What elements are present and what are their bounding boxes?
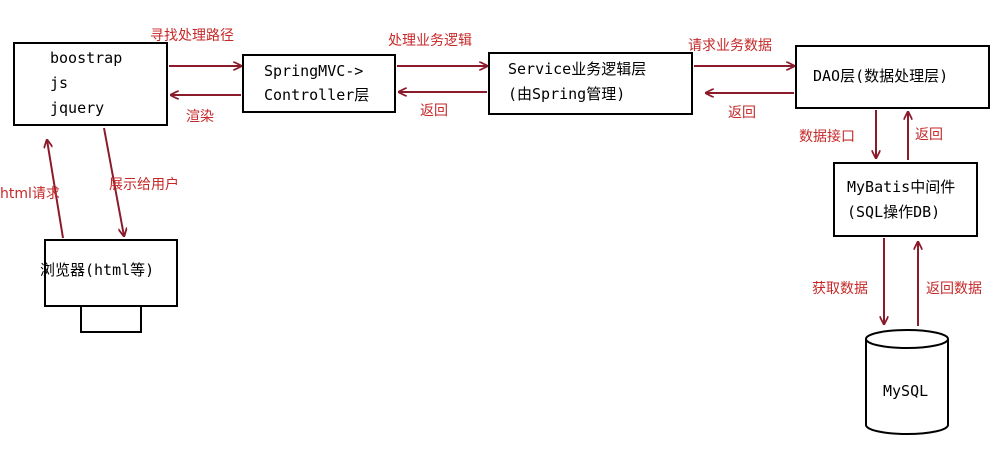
controller-line-1: SpringMVC-> — [264, 62, 363, 80]
label-find-path: 寻找处理路径 — [150, 28, 234, 44]
service-line-1: Service业务逻辑层 — [508, 60, 646, 78]
arrow-show-user — [103, 127, 124, 236]
mysql-label: MySQL — [883, 382, 928, 400]
dao-node: DAO层(数据处理层) — [795, 45, 990, 109]
service-line-2: (由Spring管理) — [508, 85, 625, 103]
mysql-node: MySQL — [865, 329, 949, 435]
label-return-dao: 返回 — [728, 105, 756, 121]
controller-line-2: Controller层 — [264, 86, 369, 104]
mybatis-node: MyBatis中间件 (SQL操作DB) — [833, 162, 978, 237]
browser-node: 浏览器(html等) — [40, 239, 178, 333]
mybatis-line-2: (SQL操作DB) — [847, 203, 940, 221]
label-render: 渲染 — [186, 109, 214, 125]
label-show-user: 展示给用户 — [109, 176, 179, 193]
label-request-data: 请求业务数据 — [688, 38, 772, 54]
controller-node: SpringMVC-> Controller层 — [242, 54, 396, 113]
arrow-html-request — [47, 140, 64, 239]
frontend-line-2: js — [50, 74, 68, 92]
label-return-service: 返回 — [420, 103, 448, 119]
frontend-line-1: boostrap — [50, 49, 122, 67]
label-get-data: 获取数据 — [812, 281, 868, 297]
frontend-line-3: jquery — [50, 99, 104, 117]
monitor-stand — [80, 305, 142, 333]
dao-line-1: DAO层(数据处理层) — [813, 67, 948, 85]
label-return-mybatis: 返回 — [915, 127, 943, 143]
browser-line-1: 浏览器(html等) — [40, 261, 154, 279]
mybatis-line-1: MyBatis中间件 — [847, 178, 955, 196]
label-return-data: 返回数据 — [926, 281, 982, 297]
label-html-request: html请求 — [0, 186, 60, 202]
label-data-interface: 数据接口 — [799, 128, 855, 145]
service-node: Service业务逻辑层 (由Spring管理) — [488, 52, 693, 115]
frontend-node: boostrap js jquery — [13, 42, 168, 126]
label-handle-logic: 处理业务逻辑 — [388, 33, 472, 49]
